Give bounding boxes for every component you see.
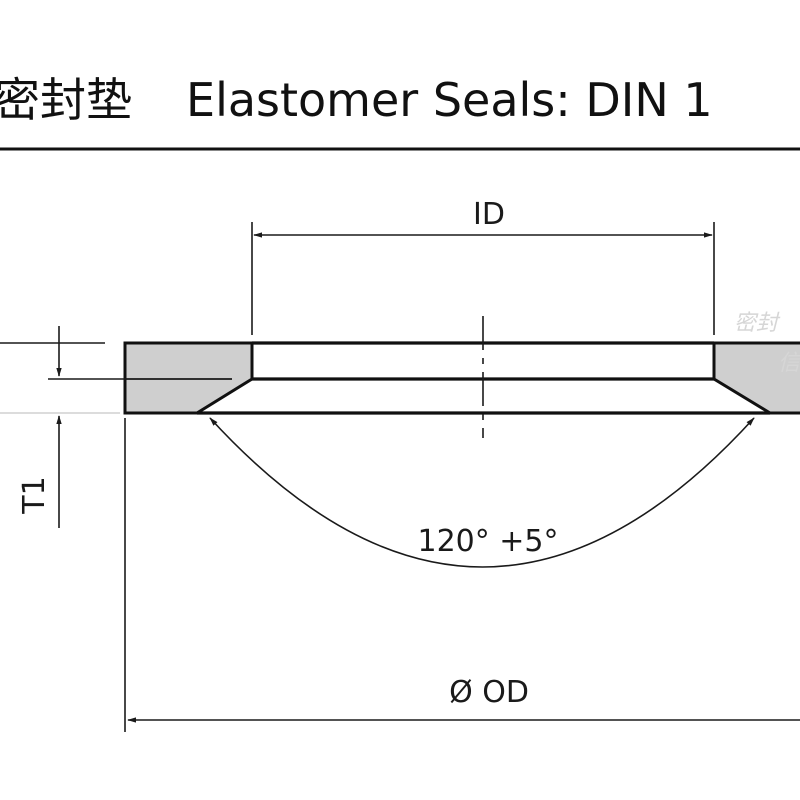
left-cross-section xyxy=(123,341,254,415)
watermark-line2: 信 xyxy=(778,351,800,376)
angle-arc xyxy=(209,417,755,568)
watermark-line1: 密封 xyxy=(734,311,781,336)
angle-label: 120° +5° xyxy=(417,524,558,559)
title-chinese: 密封垫 xyxy=(0,73,132,127)
t1-label: T1 xyxy=(17,476,52,514)
title-english: Elastomer Seals: DIN 1 xyxy=(186,73,713,127)
right-cross-section xyxy=(712,341,800,415)
id-label: ID xyxy=(473,197,505,232)
od-label: Ø OD xyxy=(449,675,529,710)
